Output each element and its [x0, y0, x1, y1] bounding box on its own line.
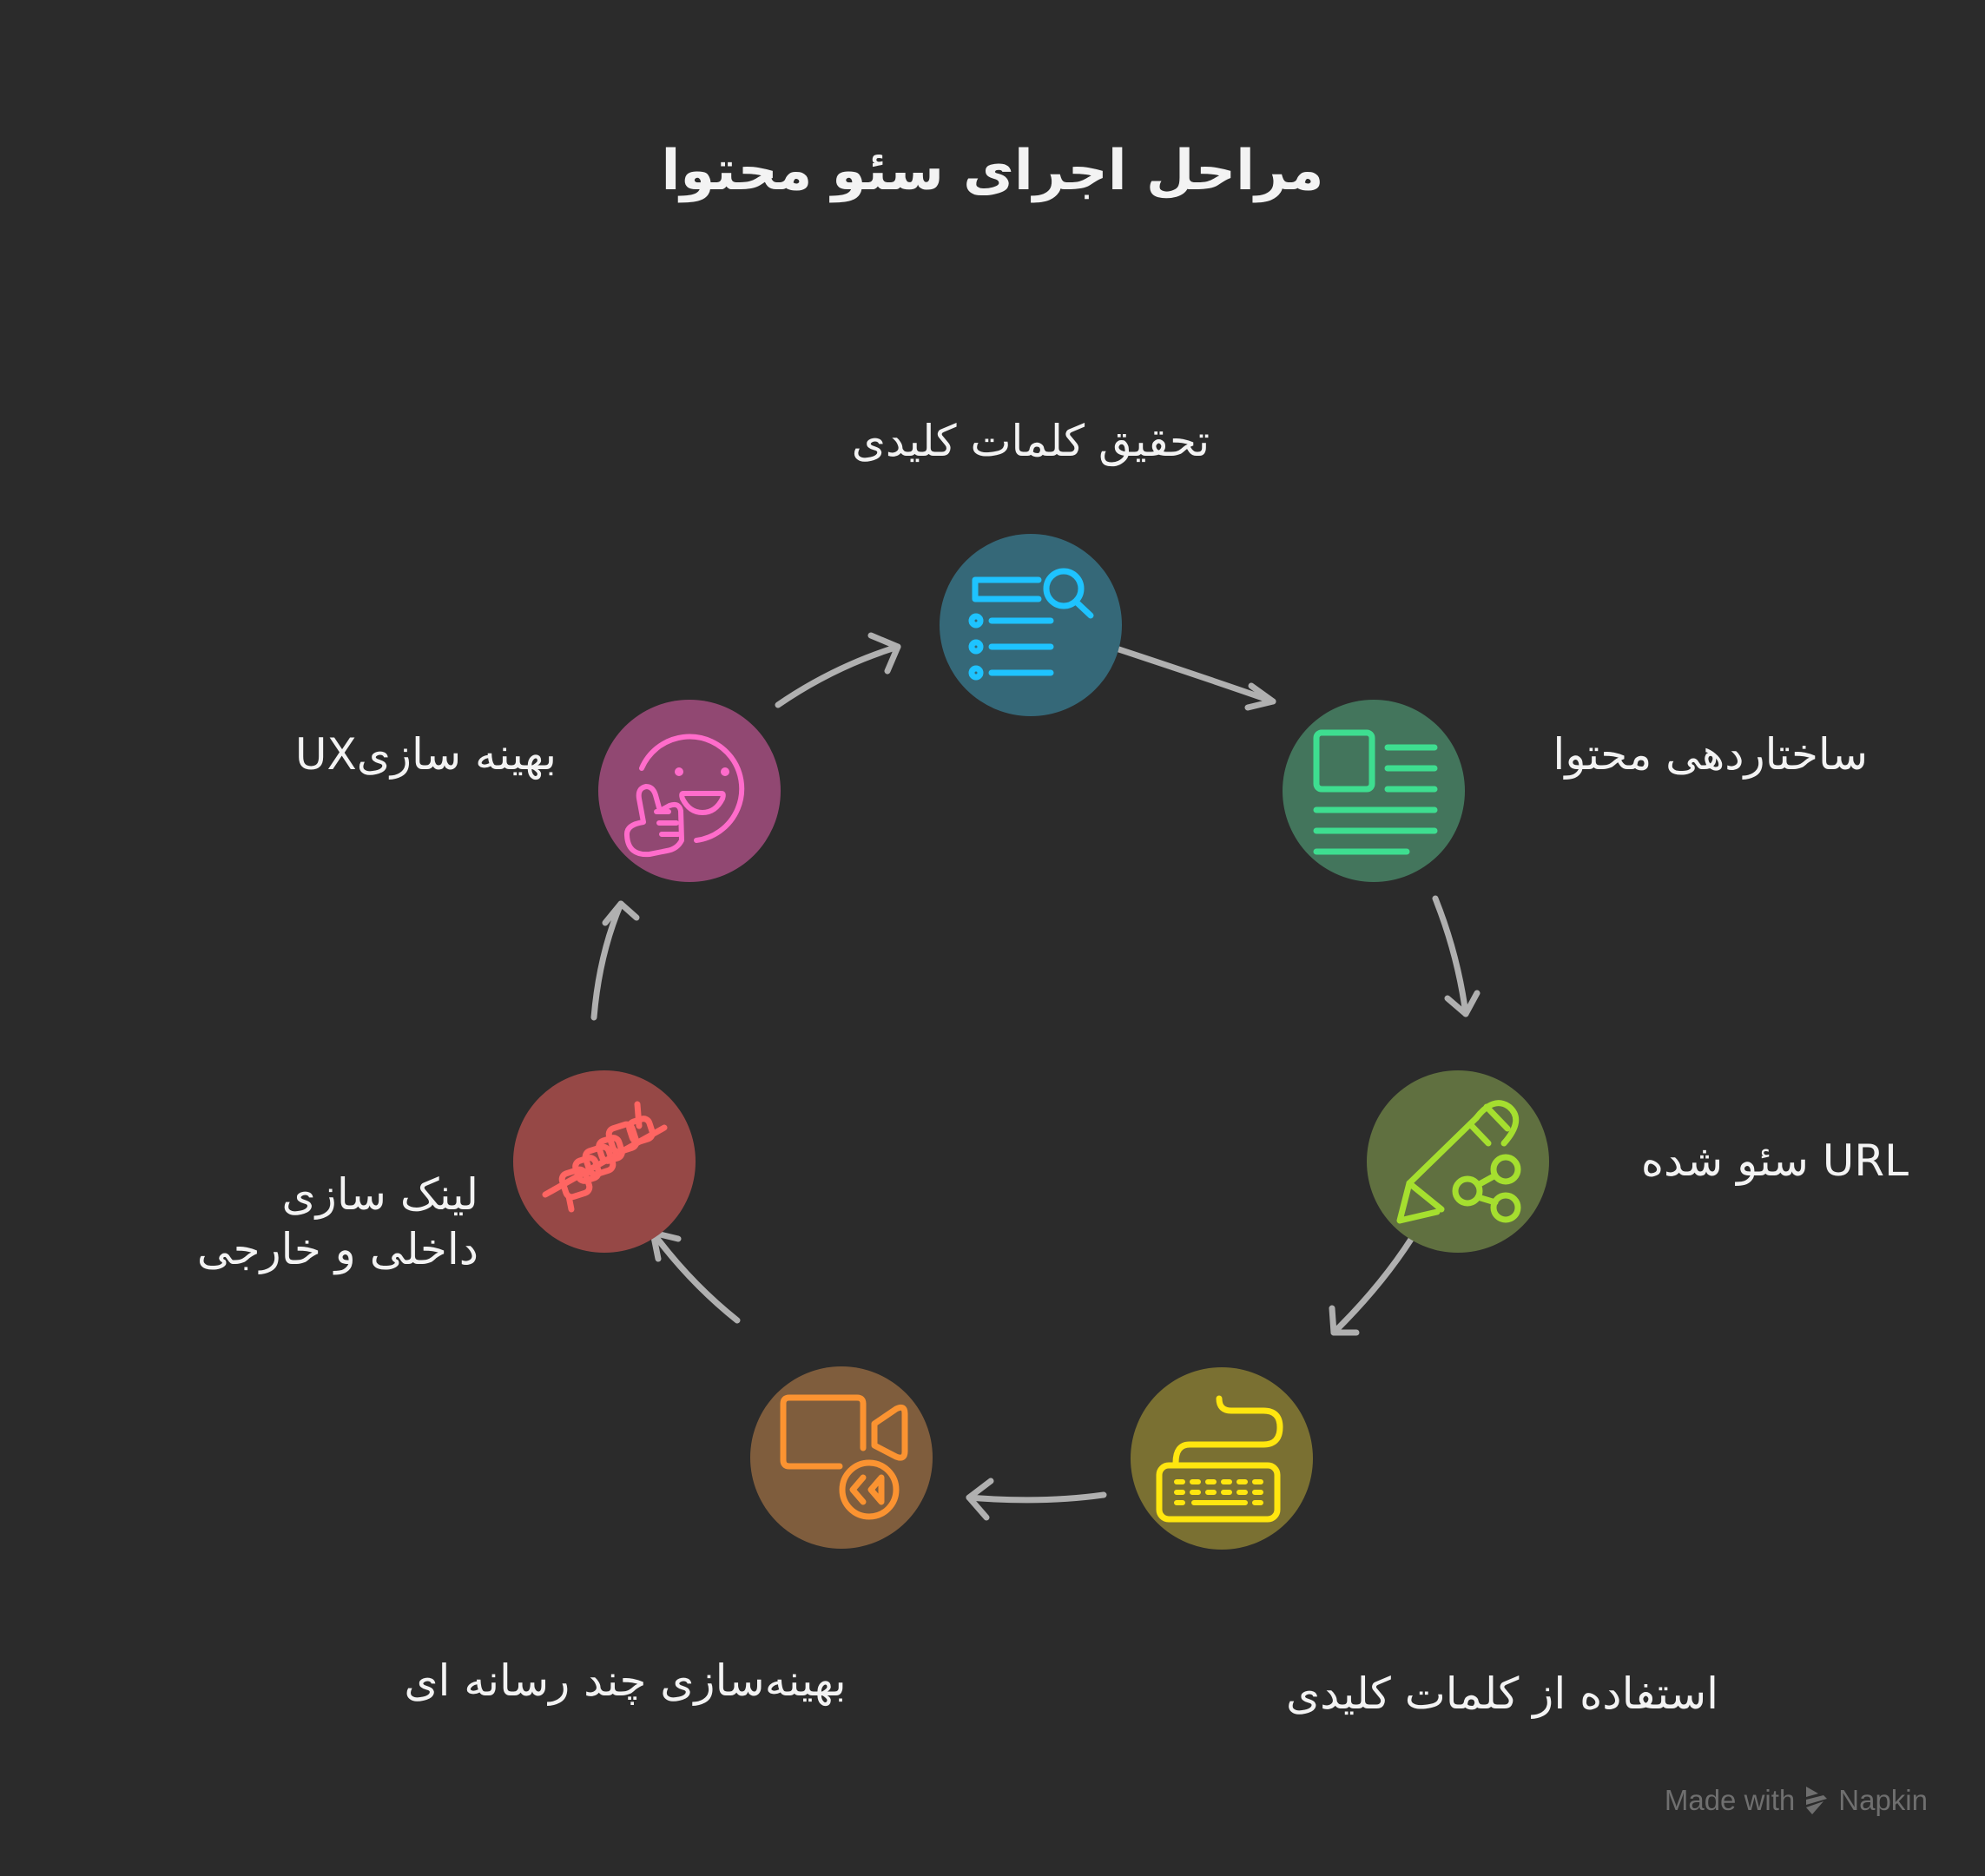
arrow-step4-to-step5 [966, 1478, 1107, 1521]
step-5-label: بهینه‌سازی چند رسانه ای [404, 1655, 847, 1706]
step-6-label-line-2: داخلی و خارجی [196, 1223, 478, 1274]
step-2-label: ساختاردهی محتوا [1553, 729, 1868, 780]
step-1-node [940, 534, 1122, 716]
step-3-label: URL سئو شده [1640, 1135, 1909, 1186]
step-3-node [1367, 1070, 1549, 1253]
keyword-search-list-icon [968, 568, 1094, 681]
video-camera-rewind-icon [780, 1394, 908, 1520]
step-4-label: استفاده از کلمات کلیدی [1286, 1669, 1718, 1719]
arrow-step2-to-step3 [1432, 895, 1481, 1017]
step-6-label: لینک سازی داخلی و خارجی [197, 1168, 478, 1276]
step-7-label: بهینه سازیUX [294, 729, 557, 780]
step-4-node [1131, 1367, 1313, 1550]
step-5-node [750, 1366, 933, 1549]
pencil-share-icon [1396, 1100, 1521, 1224]
arrow-step6-to-step7 [590, 900, 640, 1021]
chain-link-icon [542, 1101, 668, 1213]
diagram-title: مراحل اجرای سئو محتوا [661, 139, 1324, 203]
arrow-step7-to-step1 [775, 632, 901, 708]
smiley-thumbs-up-icon [623, 734, 745, 858]
step-1-label: تحقیق کلمات کلیدی [851, 416, 1210, 466]
step-2-node [1283, 700, 1465, 882]
article-layout-icon [1313, 729, 1438, 855]
step-6-node [513, 1070, 696, 1253]
made-with-napkin-footer[interactable]: Made with Napkin [1665, 1784, 1928, 1817]
keyboard-icon [1156, 1395, 1283, 1523]
arrow-step5-to-step6 [650, 1229, 741, 1324]
napkin-brand-text: Napkin [1838, 1784, 1928, 1816]
made-with-text: Made with [1664, 1784, 1796, 1816]
napkin-logo-icon [1806, 1787, 1828, 1814]
step-7-node [598, 700, 781, 882]
arrow-step3-to-step4 [1329, 1234, 1415, 1336]
step-6-label-line-1: لینک سازی [281, 1169, 478, 1220]
arrow-step1-to-step2 [1099, 641, 1276, 711]
